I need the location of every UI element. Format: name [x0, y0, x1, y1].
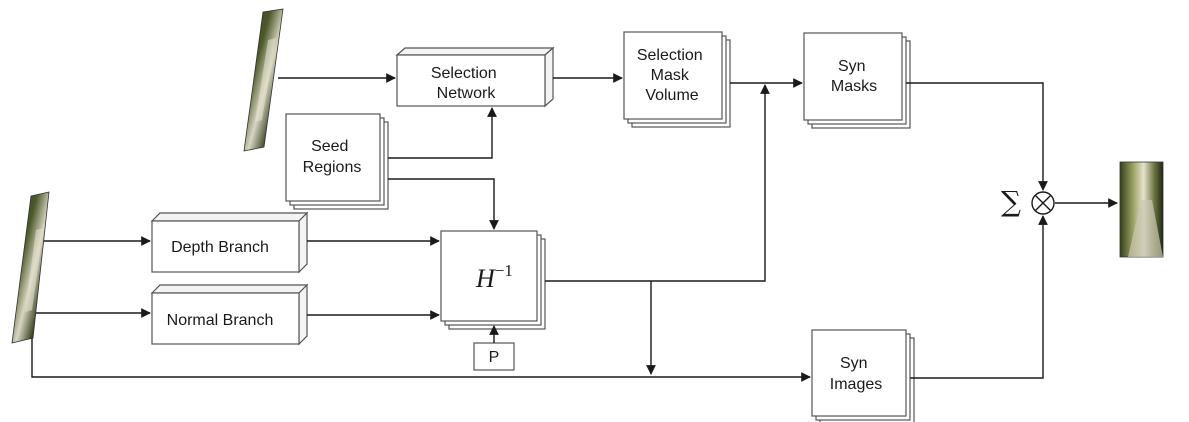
depth-branch-box: Depth Branch	[150, 211, 309, 274]
p-input-box: P	[473, 342, 515, 371]
mask-volume-label-1: Selection	[637, 47, 703, 64]
svg-text:Syn Masks: Syn Masks	[831, 58, 877, 95]
selection-mask-volume-box: Selection Mask Volume	[623, 31, 731, 128]
selection-network-box: Selection Network	[395, 46, 555, 108]
homography-inverse-box: H−1	[440, 230, 546, 330]
svg-text:Syn Images: Syn Images	[830, 355, 882, 393]
depth-branch-label: Depth Branch	[171, 239, 269, 256]
p-input-label: P	[489, 349, 500, 366]
mask-volume-label-3: Volume	[645, 87, 698, 104]
output-image	[1119, 161, 1164, 258]
input-image-bottom	[11, 191, 50, 344]
selection-network-label-1: Selection	[431, 65, 497, 82]
syn-images-label-1: Syn	[840, 355, 868, 372]
selection-network-label-2: Network	[437, 85, 497, 102]
svg-text:Selection Mask Vol: Selection Mask Volume	[637, 47, 707, 104]
syn-masks-box: Syn Masks	[803, 32, 911, 129]
normal-branch-label: Normal Branch	[167, 312, 274, 329]
syn-images-label-2: Images	[830, 376, 882, 393]
input-image-top	[243, 8, 284, 152]
syn-masks-label-1: Syn	[838, 58, 866, 75]
normal-branch-box: Normal Branch	[150, 283, 309, 346]
seed-regions-box: Seed Regions	[285, 113, 389, 210]
sum-multiply-operator: ∑	[1001, 185, 1055, 218]
syn-masks-label-2: Masks	[831, 78, 877, 95]
syn-images-box: Syn Images	[811, 329, 915, 422]
h-inverse-label: H−1	[475, 261, 513, 293]
connectors	[31, 73, 1118, 382]
seed-regions-label-2: Regions	[303, 159, 362, 176]
sum-symbol: ∑	[1001, 185, 1021, 218]
svg-text:Seed Regions: Seed Regions	[303, 138, 362, 176]
svg-text:Selection Network: Selection Network	[431, 65, 501, 102]
mask-volume-label-2: Mask	[651, 67, 690, 84]
seed-regions-label-1: Seed	[311, 138, 348, 155]
